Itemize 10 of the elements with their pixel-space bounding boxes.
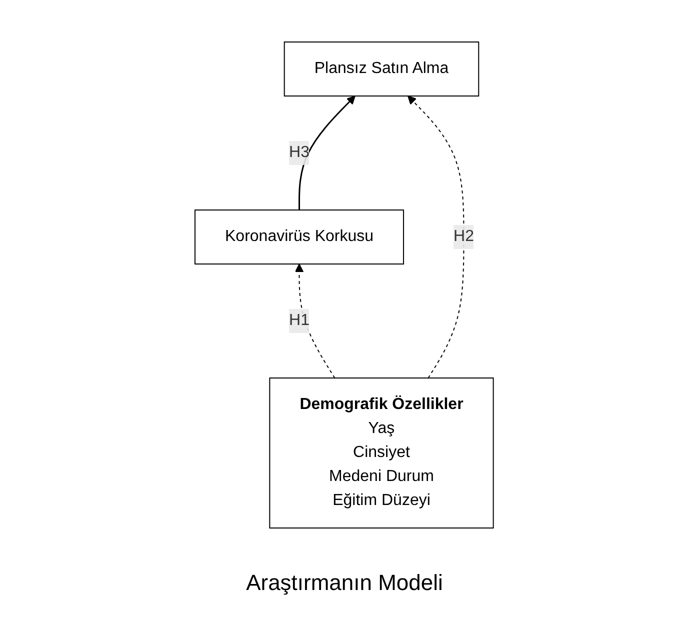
node-box: Koronavirüs Korkusu <box>194 210 404 264</box>
edge-label: H1 <box>289 312 310 329</box>
arrow <box>408 96 465 378</box>
node-box: Plansız Satın Alma <box>284 42 480 96</box>
arrow <box>295 264 336 378</box>
edge-label: H2 <box>454 228 474 245</box>
arrow <box>298 96 356 210</box>
caption: Araştırmanın Modeli <box>245 570 444 596</box>
edge-label: H3 <box>289 144 310 161</box>
node-box: Demografik Özellikler Yaş Cinsiyet Medeni Durum Eğitim Düzeyi <box>270 378 494 528</box>
